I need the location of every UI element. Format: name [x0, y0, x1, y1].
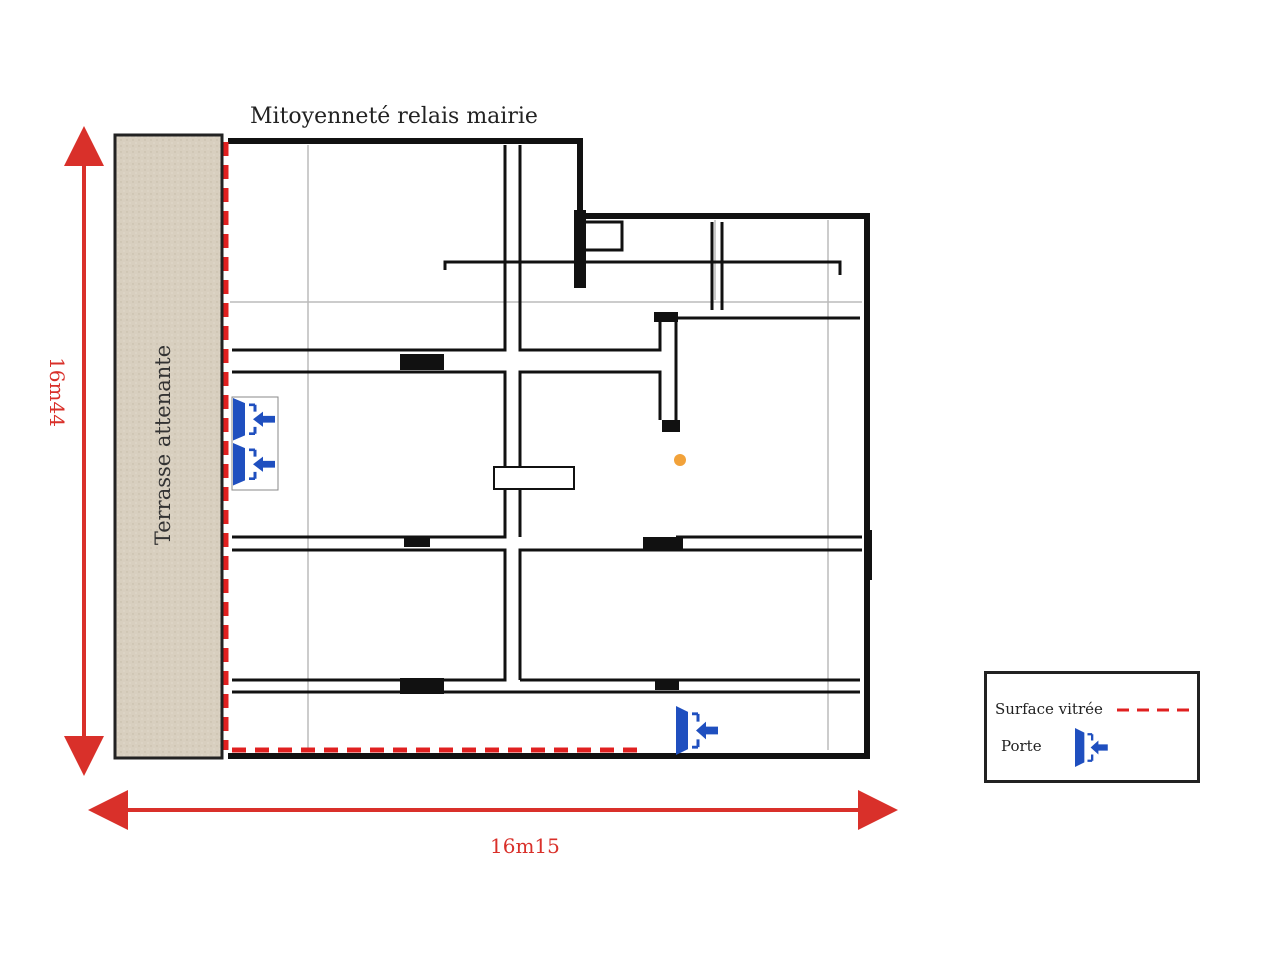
terrace	[113, 133, 224, 760]
height-dimension-label: 16m44	[45, 357, 69, 427]
dashed-line-icon	[1117, 708, 1191, 712]
interior-walls	[232, 145, 862, 694]
legend: Surface vitrée Porte	[984, 671, 1200, 783]
door-icon	[674, 704, 720, 757]
door-icon	[231, 396, 279, 491]
terrace-label: Terrasse attenante	[151, 344, 175, 546]
plan-title: Mitoyenneté relais mairie	[250, 104, 538, 129]
legend-glazed-label: Surface vitrée	[995, 700, 1103, 718]
door-icon	[1075, 728, 1108, 767]
glazed-surface	[223, 142, 642, 753]
exterior-wall	[228, 138, 870, 759]
grid-lines	[230, 145, 862, 750]
location-marker	[674, 454, 686, 466]
legend-door-label: Porte	[1001, 737, 1042, 755]
column	[574, 210, 586, 288]
width-dimension-label: 16m15	[490, 834, 560, 858]
